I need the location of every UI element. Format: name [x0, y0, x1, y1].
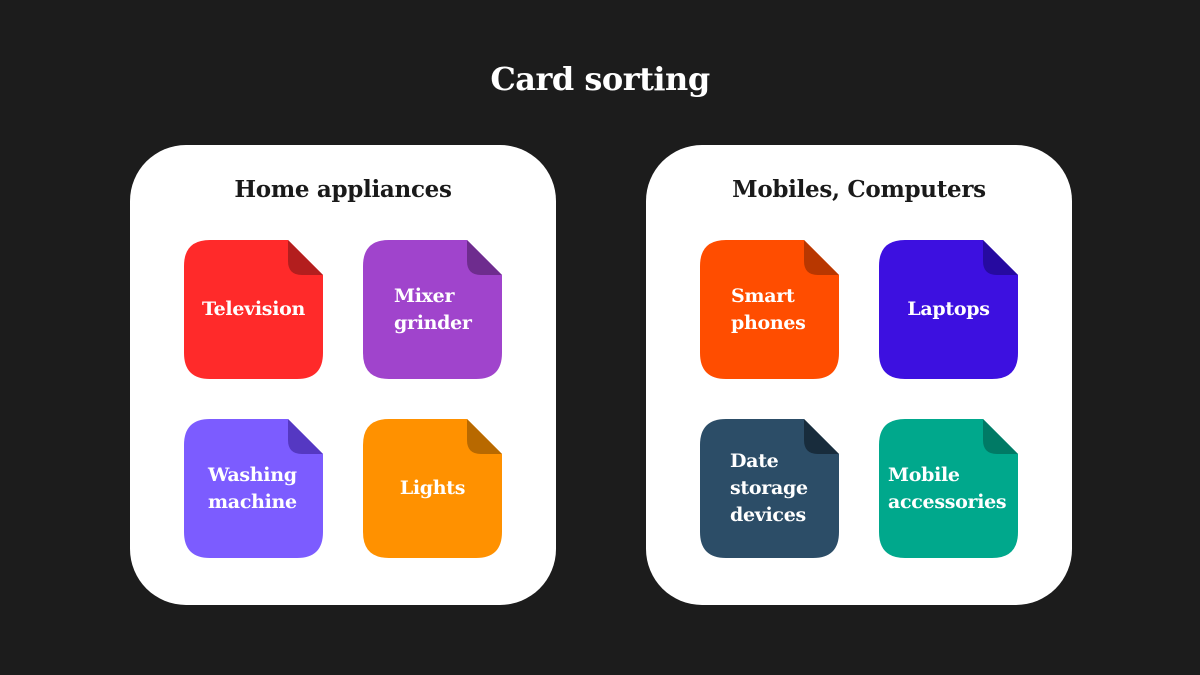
card-shape [700, 419, 839, 558]
card-shape [363, 419, 502, 558]
page-title: Card sorting [490, 60, 710, 98]
card-shape [184, 419, 323, 558]
card-shape [879, 240, 1018, 379]
card-label: Mobile accessories [888, 463, 1007, 513]
group-home-appliances: Home appliances Television Mixer grinder… [130, 145, 556, 605]
card-label: Washing machine [208, 463, 297, 513]
card-smart-phones[interactable]: Smart phones [700, 240, 839, 379]
card-shape [363, 240, 502, 379]
card-label: Television [201, 298, 305, 320]
card-television[interactable]: Television [184, 240, 323, 379]
card-label: Smart phones [731, 284, 806, 334]
card-label: Lights [399, 477, 466, 499]
card-date-storage-devices[interactable]: Date storage devices [700, 419, 839, 558]
card-mixer-grinder[interactable]: Mixer grinder [363, 240, 502, 379]
card-shape [700, 240, 839, 379]
card-shape [879, 419, 1018, 558]
card-label: Mixer grinder [394, 284, 472, 334]
card-mobile-accessories[interactable]: Mobile accessories [879, 419, 1018, 558]
card-label: Date storage devices [730, 450, 808, 526]
group-title: Mobiles, Computers [732, 176, 986, 203]
card-shape [184, 240, 323, 379]
card-label: Laptops [907, 298, 990, 320]
card-laptops[interactable]: Laptops [879, 240, 1018, 379]
group-mobiles-computers: Mobiles, Computers Smart phones Laptops … [646, 145, 1072, 605]
group-title: Home appliances [234, 176, 452, 203]
card-washing-machine[interactable]: Washing machine [184, 419, 323, 558]
card-lights[interactable]: Lights [363, 419, 502, 558]
